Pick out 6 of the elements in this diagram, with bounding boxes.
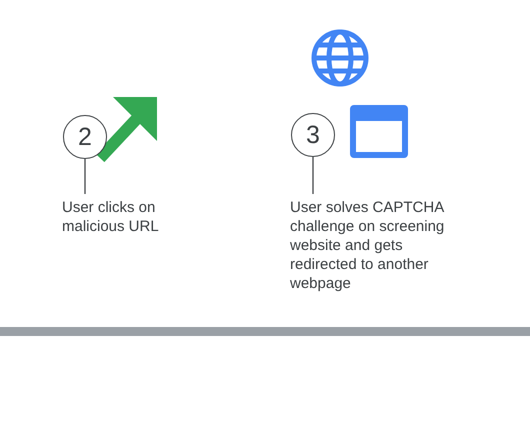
step-description: User solves CAPTCHA challenge on screening website and gets redirected to another webpage [290, 198, 460, 293]
step-description: User clicks on malicious URL [62, 198, 212, 236]
step-number-circle: 2 [63, 115, 107, 159]
step-number-circle: 3 [291, 113, 335, 157]
connector-line [312, 157, 314, 194]
connector-line [84, 159, 86, 194]
